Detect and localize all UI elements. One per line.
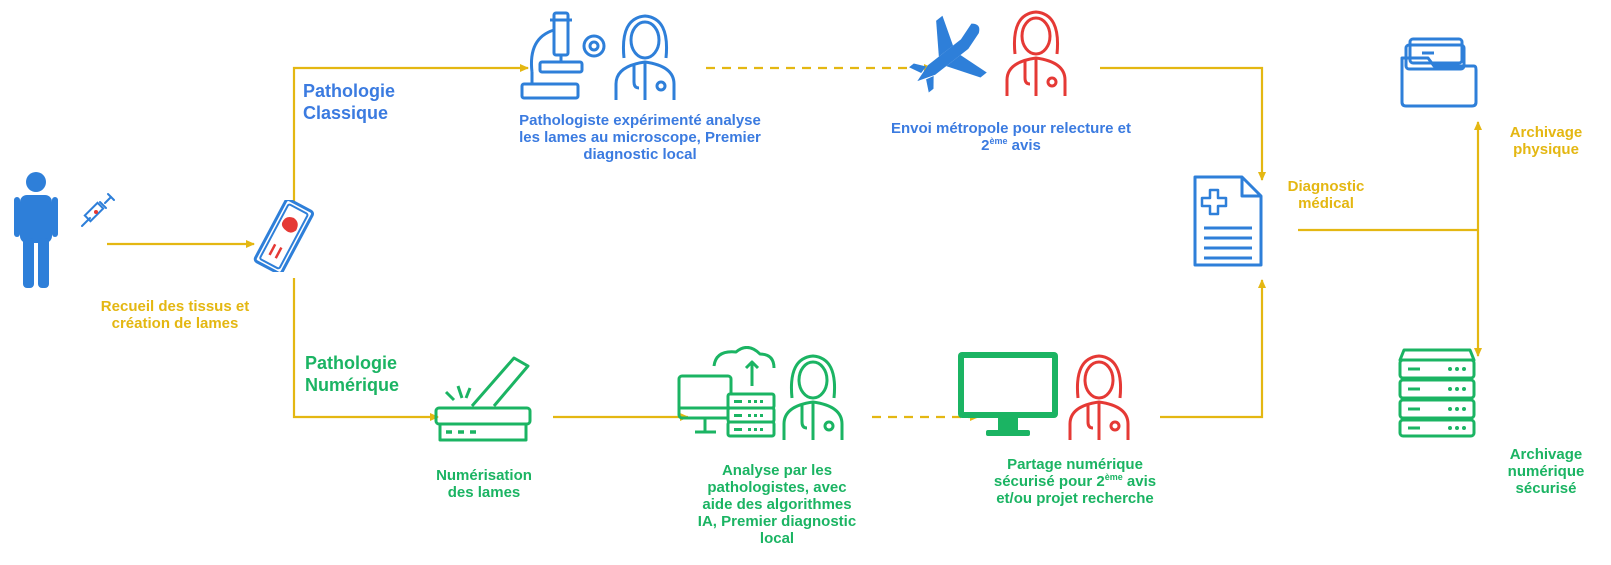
monitor-icon [958, 352, 1058, 436]
cloud-server-icon [677, 346, 776, 438]
digital-archive-line2: numérique [1507, 463, 1585, 480]
syringe-icon [81, 193, 115, 227]
classic-analysis-line1: Pathologiste expérimenté analyse [519, 112, 761, 129]
diagnosis-label: Diagnostic médical [1272, 178, 1380, 212]
physical-archive-line1: Archivage [1509, 124, 1583, 141]
digital-share-line1: Partage numérique [1007, 456, 1143, 473]
classic-analysis-line2: les lames au microscope, Premier [519, 129, 761, 146]
digital-title-line2: Numérique [305, 375, 400, 395]
digital-analysis-line5: local [759, 530, 795, 547]
scanner-icon [434, 356, 532, 442]
folder-icon [1400, 37, 1478, 108]
digital-share-line2: sécurisé pour 2ème avis [955, 472, 1195, 491]
digital-branch-title: Pathologie Numérique [305, 352, 399, 396]
send-metropole-line1: Envoi métropole pour relecture et [890, 120, 1132, 137]
send-metropole-label: Envoi métropole pour relecture et 2ème a… [856, 120, 1166, 154]
send-metropole-rest: avis [1007, 137, 1041, 154]
digital-archive-label: Archivage numérique sécurisé [1490, 446, 1602, 497]
pathologist-icon-red-bottom [1068, 354, 1130, 440]
pathologist-icon-red-top [1005, 10, 1067, 96]
microscope-icon [520, 11, 606, 100]
digital-archive-line1: Archivage [1509, 446, 1583, 463]
send-metropole-sup: ème [989, 136, 1008, 146]
digital-analysis-label: Analyse par les pathologistes, avec aide… [672, 462, 882, 547]
digital-share-sup: ème [1104, 472, 1123, 482]
send-metropole-num: 2 [981, 137, 990, 154]
digital-share-rest: avis [1122, 473, 1157, 490]
airplane-icon [909, 15, 987, 93]
medical-document-icon [1193, 175, 1263, 267]
classic-analysis-line3: diagnostic local [583, 146, 697, 163]
classic-title-line1: Pathologie [303, 81, 396, 101]
digital-share-label: Partage numérique sécurisé pour 2ème avi… [955, 456, 1195, 507]
pathologist-icon-blue [614, 14, 676, 100]
arrow-share-to-diagnosis [1160, 279, 1266, 419]
digital-share-pre: sécurisé pour 2 [993, 473, 1105, 490]
digital-analysis-line3: aide des algorithmes [702, 496, 852, 513]
collection-line1: Recueil des tissus et [100, 298, 250, 315]
collection-line2: création de lames [111, 315, 239, 332]
patient-icon [14, 172, 58, 288]
digitization-line2: des lames [447, 484, 521, 501]
physical-archive-label: Archivage physique [1490, 124, 1602, 158]
digital-share-line3: et/ou projet recherche [996, 490, 1154, 507]
diagnosis-line1: Diagnostic [1287, 178, 1365, 195]
arrow-slide-to-scanner [292, 278, 439, 421]
classic-title-line2: Classique [303, 103, 389, 123]
pathologist-icon-green [782, 354, 844, 440]
physical-archive-line2: physique [1513, 141, 1579, 158]
digital-analysis-line2: pathologistes, avec [707, 479, 847, 496]
digitization-label: Numérisation des lames [424, 467, 544, 501]
classic-branch-title: Pathologie Classique [303, 80, 395, 124]
digital-archive-line3: sécurisé [1515, 480, 1577, 497]
diagnosis-line2: médical [1298, 195, 1354, 212]
digital-title-line1: Pathologie [305, 353, 398, 373]
arrow-slide-to-microscope [292, 64, 529, 206]
send-metropole-line2: 2ème avis [856, 136, 1166, 155]
collection-label: Recueil des tissus et création de lames [70, 298, 280, 332]
classic-analysis-label: Pathologiste expérimenté analyse les lam… [495, 112, 785, 163]
server-icon [1398, 348, 1476, 438]
digital-analysis-line1: Analyse par les [721, 462, 833, 479]
slide-icon [253, 200, 315, 272]
arrow-plane-to-diagnosis [1100, 66, 1266, 181]
digital-analysis-line4: IA, Premier diagnostic [697, 513, 857, 530]
digitization-line1: Numérisation [436, 467, 532, 484]
